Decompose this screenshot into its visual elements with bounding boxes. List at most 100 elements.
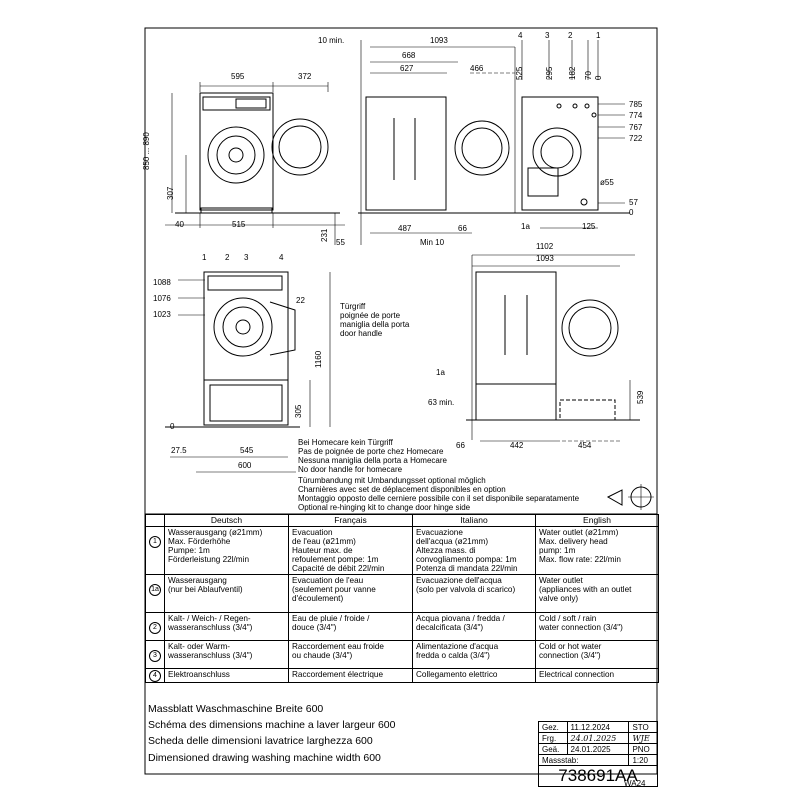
row-number-badge: 1 bbox=[149, 536, 161, 548]
dim-label: 63 min. bbox=[428, 398, 455, 407]
table-cell: Collegamento elettrico bbox=[412, 668, 536, 683]
row-number-cell: 4 bbox=[145, 668, 165, 683]
dim-label: 55 bbox=[336, 238, 345, 247]
dim-label: Min 10 bbox=[420, 238, 445, 247]
dim-label: 1023 bbox=[153, 310, 171, 319]
table-cell: Cold / soft / rain water connection (3/4… bbox=[535, 612, 659, 641]
rear-view-drawing bbox=[515, 40, 630, 229]
revision-date: 11.12.2024 bbox=[566, 721, 630, 733]
table-cell: Acqua piovana / fredda / decalcificata (… bbox=[412, 612, 536, 641]
table-cell: Evacuazione dell'acqua (ø21mm) Altezza m… bbox=[412, 526, 536, 575]
callout-3: 3 bbox=[244, 253, 249, 262]
dim-label: 668 bbox=[402, 51, 416, 60]
table-cell: Water outlet (appliances with an outlet … bbox=[535, 574, 659, 613]
row-number-badge: 1a bbox=[149, 584, 161, 596]
table-cell: Raccordement eau froide ou chaude (3/4") bbox=[288, 640, 413, 669]
callout-1a: 1a bbox=[521, 222, 530, 231]
dim-label: 600 bbox=[238, 461, 252, 470]
table-cell: Raccordement électrique bbox=[288, 668, 413, 683]
revision-initials: PNO bbox=[628, 743, 658, 755]
dim-label: 785 bbox=[629, 100, 643, 109]
rehinging-symbol-icon bbox=[606, 484, 654, 510]
dim-label: 305 bbox=[294, 404, 303, 418]
table-row: 1 Wasserausgang (ø21mm) Max. Förderhöhe … bbox=[145, 526, 659, 575]
dim-label: 66 bbox=[458, 224, 467, 233]
dim-label: 295 bbox=[545, 66, 554, 80]
dim-label: 22 bbox=[296, 296, 305, 305]
table-cell: Evacuation de l'eau (ø21mm) Hauteur max.… bbox=[288, 526, 413, 575]
table-header-row: Deutsch Français Italiano English bbox=[145, 514, 659, 527]
table-cell: Wasserausgang (ø21mm) Max. Förderhöhe Pu… bbox=[164, 526, 289, 575]
dim-label: 545 bbox=[240, 446, 254, 455]
table-row: 1a Wasserausgang (nur bei Ablaufventil) … bbox=[145, 574, 659, 613]
dim-label: 722 bbox=[629, 134, 643, 143]
dim-label: 774 bbox=[629, 111, 643, 120]
dim-label: 1088 bbox=[153, 278, 171, 287]
table-row: 2 Kalt- / Weich- / Regen- wasseranschlus… bbox=[145, 612, 659, 641]
row-number-badge: 3 bbox=[149, 650, 161, 662]
dim-label: 40 bbox=[175, 220, 184, 229]
table-header-cell: Italiano bbox=[412, 514, 536, 527]
callout-2: 2 bbox=[225, 253, 230, 262]
front-view-drawing bbox=[165, 82, 345, 245]
rehinging-note: Türumbandung mit Umbandungsset optional … bbox=[298, 476, 580, 512]
row-number-cell: 3 bbox=[145, 640, 165, 669]
callout-3: 3 bbox=[545, 31, 550, 40]
revision-initials: STO bbox=[628, 721, 658, 733]
dim-label: 66 bbox=[456, 441, 465, 450]
dim-label: 525 bbox=[515, 66, 524, 80]
dim-label: 307 bbox=[166, 186, 175, 200]
title-it: Scheda delle dimensioni lavatrice larghe… bbox=[148, 735, 373, 747]
dim-label: 1102 bbox=[536, 242, 554, 251]
revision-row: Gez. 11.12.2024 STO bbox=[538, 721, 658, 733]
dim-label: 515 bbox=[232, 220, 246, 229]
side-pedestal-view-drawing bbox=[466, 254, 640, 442]
callout-1: 1 bbox=[596, 31, 601, 40]
callout-4: 4 bbox=[518, 31, 523, 40]
row-number-badge: 2 bbox=[149, 622, 161, 634]
doc-number: 738691AA bbox=[538, 765, 658, 787]
dim-label: 10 min. bbox=[318, 36, 345, 45]
revision-initials: WJE bbox=[628, 732, 658, 744]
callout-2: 2 bbox=[568, 31, 573, 40]
scale-value: 1:20 bbox=[628, 754, 658, 766]
dim-label: 1160 bbox=[314, 350, 323, 368]
scale-label: Massstab: bbox=[537, 754, 630, 766]
revision-label: Geä. bbox=[538, 743, 568, 755]
revision-label: Gez. bbox=[538, 721, 568, 733]
dim-label: 539 bbox=[636, 390, 645, 404]
doc-number-row: 738691AA bbox=[538, 765, 658, 787]
dim-label: 182 bbox=[568, 66, 577, 80]
connection-legend-table: Deutsch Français Italiano English 1 Wass… bbox=[145, 514, 659, 683]
revision-date: 24.01.2025 bbox=[566, 732, 630, 744]
dim-label: 70 bbox=[584, 71, 593, 80]
table-cell: Kalt- / Weich- / Regen- wasseranschluss … bbox=[164, 612, 289, 641]
dim-label: 442 bbox=[510, 441, 524, 450]
revision-date: 24.01.2025 bbox=[566, 743, 630, 755]
dim-label: 1093 bbox=[430, 36, 448, 45]
table-cell: Cold or hot water connection (3/4") bbox=[535, 640, 659, 669]
table-cell: Eau de pluie / froide / douce (3/4") bbox=[288, 612, 413, 641]
door-handle-label: Türgriff poignée de porte maniglia della… bbox=[340, 302, 410, 338]
table-cell: Water outlet (ø21mm) Max. delivery head … bbox=[535, 526, 659, 575]
dim-label: 1093 bbox=[536, 254, 554, 263]
table-cell: Elektroanschluss bbox=[164, 668, 289, 683]
row-number-cell: 1a bbox=[145, 574, 165, 613]
dim-label: 1076 bbox=[153, 294, 171, 303]
dim-label: 850 ... 890 bbox=[142, 132, 151, 170]
table-cell: Electrical connection bbox=[535, 668, 659, 683]
table-cell: Evacuazione dell'acqua (solo per valvola… bbox=[412, 574, 536, 613]
table-header-cell: Français bbox=[288, 514, 413, 527]
dim-label: 372 bbox=[298, 72, 312, 81]
table-cell: Evacuation de l'eau (seulement pour vann… bbox=[288, 574, 413, 613]
revision-row: Geä. 24.01.2025 PNO bbox=[538, 743, 658, 755]
callout-4: 4 bbox=[279, 253, 284, 262]
table-header-cell: English bbox=[535, 514, 659, 527]
dim-label: 0 bbox=[629, 208, 634, 217]
dim-label: 627 bbox=[400, 64, 414, 73]
callout-1: 1 bbox=[202, 253, 207, 262]
dim-label: 231 bbox=[320, 228, 329, 242]
revision-row: Frg. 24.01.2025 WJE bbox=[538, 732, 658, 744]
scale-row: Massstab: 1:20 bbox=[537, 754, 658, 766]
